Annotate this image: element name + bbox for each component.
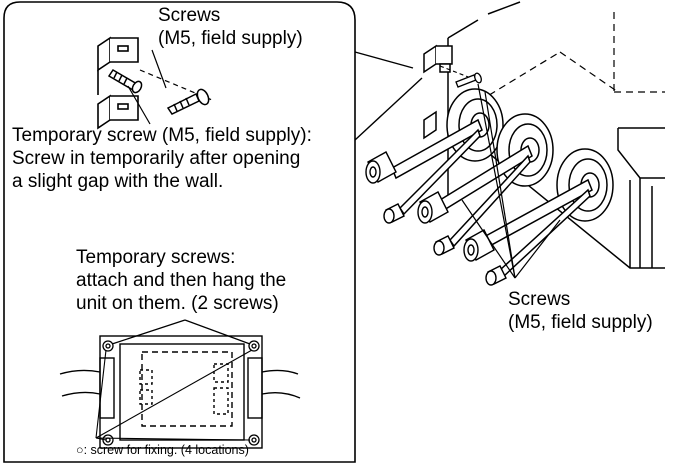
temporary-screws-label: Temporary screws: attach and then hang t… <box>76 246 286 315</box>
temporary-screws-line2: attach and then hang the <box>76 270 287 291</box>
temporary-screws-line1: Temporary screws: <box>76 247 236 268</box>
temporary-screw-line2: Screw in temporarily after opening <box>12 148 301 169</box>
unit-plan-view <box>59 335 301 449</box>
leader-temp-screws-right <box>184 319 251 345</box>
callout-panel <box>3 1 356 463</box>
leader-fixing-4 <box>95 437 251 441</box>
right-screws-line1: Screws <box>508 289 571 310</box>
fixing-legend-symbol: ○ <box>76 443 84 457</box>
temporary-screw-detail <box>107 68 143 94</box>
leader-right-4 <box>514 219 561 279</box>
leader-right-3 <box>461 199 516 279</box>
callout-pointer-upper <box>354 51 414 69</box>
bracket-detail <box>97 36 139 130</box>
refrigerant-pipes <box>391 118 593 278</box>
right-screws-label: Screws (M5, field supply) <box>508 288 653 334</box>
top-screws-line1: Screws <box>158 5 221 26</box>
right-screws-line2: (M5, field supply) <box>508 312 653 333</box>
top-screws-line2: (M5, field supply) <box>158 28 303 49</box>
temporary-screw-line1: Temporary screw (M5, field supply): <box>12 125 312 146</box>
temporary-screw-label: Temporary screw (M5, field supply): Scre… <box>12 124 312 193</box>
unit-bracket <box>423 44 453 140</box>
leader-right-2 <box>484 91 516 279</box>
top-screws-label: Screws (M5, field supply) <box>158 4 303 50</box>
leader-fixing-1 <box>95 349 107 439</box>
leader-temporary-screw <box>127 85 151 125</box>
fixing-legend-text: : screw for fixing. (4 locations) <box>83 443 249 457</box>
unit-body <box>447 1 665 269</box>
callout-pointer-lower <box>354 77 423 141</box>
unit-dashed-edges <box>447 12 665 121</box>
leader-fixing-2 <box>95 349 253 439</box>
leader-right-1 <box>477 83 516 279</box>
flare-nuts <box>365 151 507 286</box>
temporary-screws-line3: unit on them. (2 screws) <box>76 293 279 314</box>
leader-temp-screws-left <box>111 319 186 345</box>
fixing-legend: ○: screw for fixing. (4 locations) <box>76 443 249 458</box>
fixing-screw-markers <box>102 340 260 446</box>
leader-top-screws <box>151 49 167 89</box>
loose-screw-detail <box>166 88 210 115</box>
temporary-screw-line3: a slight gap with the wall. <box>12 171 224 192</box>
unit-loose-screw <box>455 72 482 88</box>
